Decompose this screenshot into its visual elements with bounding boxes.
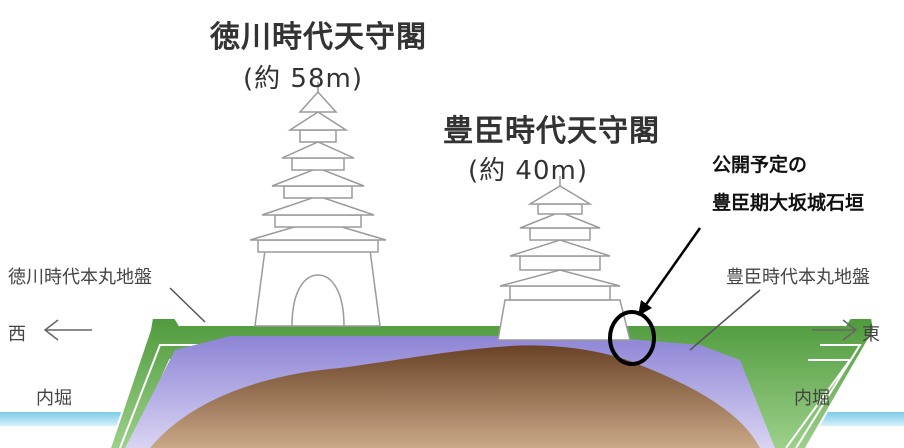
moat-label-left: 内堀 bbox=[36, 388, 72, 409]
callout-line-2: 豊臣期大坂城石垣 bbox=[712, 192, 865, 214]
toyotomi-ground-pointer bbox=[689, 289, 761, 351]
moat-label-right: 内堀 bbox=[794, 388, 830, 409]
west-arrow bbox=[43, 319, 92, 341]
west-label: 西 bbox=[8, 324, 26, 345]
toyotomi-castle-tower bbox=[497, 176, 631, 341]
east-label: 東 bbox=[862, 324, 880, 345]
callout-line-1: 公開予定の bbox=[712, 154, 808, 176]
moat-water-left bbox=[0, 412, 150, 426]
toyotomi-castle-height: (約 40m) bbox=[468, 156, 588, 186]
tokugawa-castle-height: (約 58m) bbox=[243, 64, 363, 94]
right-stone-wall bbox=[785, 317, 876, 448]
callout-arrow-head bbox=[638, 300, 652, 316]
tokugawa-castle-title: 徳川時代天守閣 bbox=[210, 20, 427, 55]
tokugawa-ground-label: 徳川時代本丸地盤 bbox=[8, 267, 152, 288]
tokugawa-ground-pointer bbox=[169, 287, 206, 323]
callout-arrow-line bbox=[643, 227, 702, 307]
tokugawa-castle-tower bbox=[249, 82, 387, 327]
earth-mound bbox=[150, 345, 760, 448]
toyotomi-castle-title: 豊臣時代天守閣 bbox=[443, 114, 660, 149]
stone-wall-highlight-circle bbox=[608, 310, 656, 366]
toyotomi-ground-label: 豊臣時代本丸地盤 bbox=[726, 267, 870, 288]
east-arrow bbox=[812, 319, 858, 341]
